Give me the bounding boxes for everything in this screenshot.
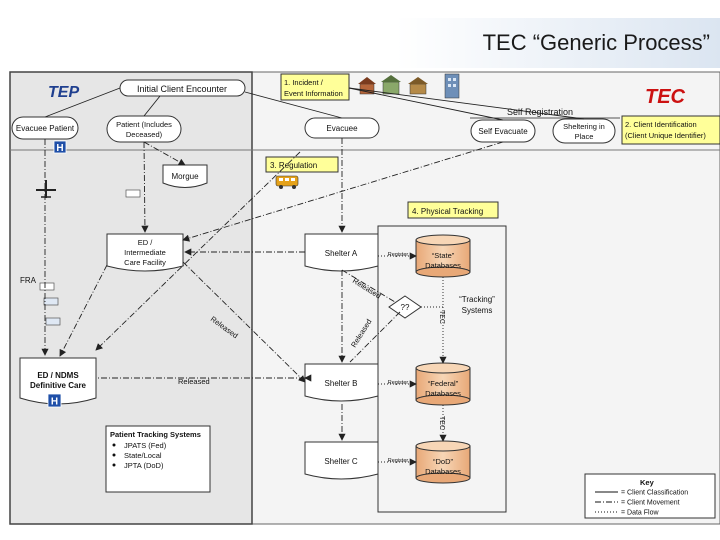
register-c-label: Register bbox=[388, 458, 409, 464]
key-item-3: = Data Flow bbox=[621, 510, 659, 517]
state-db-label-1: “State” bbox=[432, 251, 455, 260]
key-title: Key bbox=[640, 478, 655, 487]
tracking-systems-label-1: “Tracking” bbox=[459, 295, 495, 304]
decision-diamond bbox=[388, 295, 422, 319]
initial-client-encounter-label: Initial Client Encounter bbox=[137, 84, 227, 94]
released-label-4: Released bbox=[178, 377, 210, 386]
self-registration-label: Self Registration bbox=[507, 107, 573, 117]
dod-db-label-2: Databases bbox=[425, 467, 461, 476]
key-item-2: = Client Movement bbox=[621, 500, 680, 507]
tec-label: TEC bbox=[645, 86, 686, 108]
dod-databases bbox=[415, 440, 471, 484]
hospital-icon-top bbox=[53, 140, 67, 154]
evacuee-label: Evacuee bbox=[326, 124, 358, 133]
shelter-c-node bbox=[304, 441, 379, 480]
ed-ndms-label-1: ED / NDMS bbox=[37, 371, 79, 380]
regulation-callout bbox=[265, 156, 339, 173]
patient-tracking-item-3: JPTA (DoD) bbox=[124, 461, 164, 470]
state-db-label-2: Databases bbox=[425, 261, 461, 270]
client-id-label-2: (Client Unique Identifier) bbox=[625, 131, 706, 140]
key-item-1: = Client Classification bbox=[621, 490, 688, 497]
shelter-a-label: Shelter A bbox=[325, 249, 358, 258]
evacuee-patient-label: Evacuee Patient bbox=[16, 124, 75, 133]
self-evacuate-label: Self Evacuate bbox=[478, 127, 528, 136]
ed-label-1: ED / bbox=[138, 238, 154, 247]
incident-label-2: Event Information bbox=[284, 89, 343, 98]
connectors bbox=[41, 87, 585, 466]
incident-callout bbox=[280, 73, 350, 101]
title-bar bbox=[0, 18, 720, 68]
ed-label-3: Care Facility bbox=[124, 258, 166, 267]
ed-intermediate-node bbox=[106, 233, 184, 272]
hospital-icon-bottom bbox=[47, 393, 62, 408]
morgue-label: Morgue bbox=[171, 172, 199, 181]
patient-deceased-label-2: Deceased) bbox=[126, 130, 163, 139]
ed-label-2: Intermediate bbox=[124, 248, 166, 257]
hospital-icon-top-glyph: H bbox=[56, 143, 63, 154]
ed-ndms-node bbox=[19, 357, 97, 405]
state-databases bbox=[415, 234, 471, 278]
tec-vertical-label-2: TEC bbox=[438, 416, 445, 430]
bullet bbox=[112, 453, 116, 457]
tep-label: TEP bbox=[48, 84, 79, 101]
sheltering-label-2: Place bbox=[575, 132, 594, 141]
shelter-b-label: Shelter B bbox=[325, 379, 358, 388]
bullet bbox=[112, 443, 116, 447]
key-box bbox=[584, 473, 716, 519]
fra-label: FRA bbox=[20, 276, 37, 285]
client-id-label-1: 2. Client Identification bbox=[625, 120, 697, 129]
bullet bbox=[112, 463, 116, 467]
bus-icon bbox=[275, 175, 299, 189]
patient-tracking-item-2: State/Local bbox=[124, 451, 162, 460]
morgue-node bbox=[162, 164, 208, 188]
client-identification-callout bbox=[621, 115, 720, 145]
register-a-label: Register bbox=[388, 252, 409, 258]
patient-deceased-label-1: Patient (Includes bbox=[116, 120, 172, 129]
physical-tracking-callout bbox=[407, 201, 499, 219]
dod-db-label-1: “DoD” bbox=[433, 457, 454, 466]
patient-tracking-title: Patient Tracking Systems bbox=[110, 430, 201, 439]
airplane-icon bbox=[36, 180, 56, 198]
building-icons bbox=[358, 73, 460, 99]
register-b-label: Register bbox=[388, 380, 409, 386]
tec-vertical-label-1: TEC bbox=[438, 310, 445, 324]
decision-label: ?? bbox=[401, 303, 410, 312]
ambulance-icons bbox=[39, 189, 141, 326]
tracking-systems-label-2: Systems bbox=[462, 306, 493, 315]
patient-tracking-box bbox=[105, 425, 211, 493]
slide-title: TEC “Generic Process” bbox=[482, 30, 710, 55]
sheltering-label-1: Sheltering in bbox=[563, 122, 605, 131]
patient-tracking-item-1: JPATS (Fed) bbox=[124, 441, 167, 450]
incident-label-1: 1. Incident / bbox=[284, 78, 324, 87]
shelter-b-node bbox=[304, 363, 379, 402]
ed-ndms-label-2: Definitive Care bbox=[30, 381, 87, 390]
hospital-icon-bottom-glyph: H bbox=[51, 397, 58, 408]
federal-db-label-1: “Federal” bbox=[428, 379, 459, 388]
physical-tracking-label: 4. Physical Tracking bbox=[412, 207, 483, 216]
federal-db-label-2: Databases bbox=[425, 389, 461, 398]
federal-databases bbox=[415, 362, 471, 406]
shelter-c-label: Shelter C bbox=[324, 457, 358, 466]
regulation-label: 3. Regulation bbox=[270, 161, 317, 170]
